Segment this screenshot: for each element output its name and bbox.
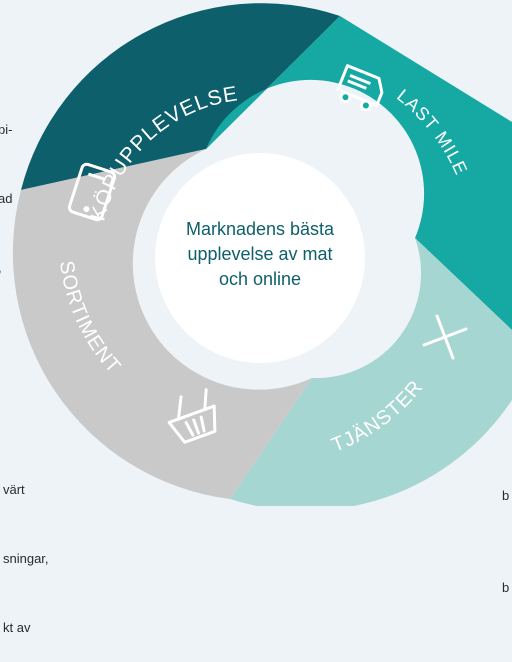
delivery-van-icon <box>336 64 384 112</box>
tablet-icon <box>67 162 117 222</box>
center-line-2: upplevelse av mat <box>187 244 333 264</box>
left-top-line: ad <box>0 191 13 206</box>
segment-sortiment <box>12 149 313 499</box>
right-bottom-line: b <box>502 488 510 503</box>
shopping-basket-icon <box>167 388 217 444</box>
left-bottom-line: värt <box>3 482 25 497</box>
segment-last-mile <box>206 16 512 330</box>
left-bottom-line: kt av <box>3 620 31 635</box>
center-line-3: och online <box>218 269 302 289</box>
left-top-line: pi- <box>0 122 13 137</box>
center-line-1: Marknadens bästa <box>185 219 335 239</box>
right-bottom-line: b <box>502 580 510 595</box>
center-disc <box>155 153 365 363</box>
segment-tjanster <box>230 238 512 506</box>
segment-kopupplevelse <box>21 3 340 191</box>
plus-icon <box>422 314 468 360</box>
left-bottom-line: sningar, <box>3 551 49 566</box>
segmented-ring-diagram: KÖPUPPLEVELSE LAST MILE TJÄNSTER SORTIME… <box>12 3 512 506</box>
center-caption: Marknadens bästa upplevelse av mat och o… <box>160 217 360 292</box>
left-top-text: pi- ad , <box>0 72 12 302</box>
left-top-line: , <box>0 256 12 279</box>
